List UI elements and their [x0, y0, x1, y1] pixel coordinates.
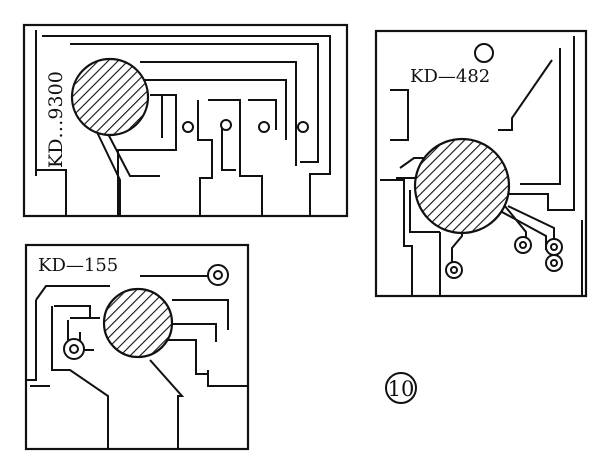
board-kd155-pads — [63, 264, 229, 360]
board-kd9300-pad — [297, 121, 309, 133]
board-kd9300: KD…9300 — [22, 23, 349, 218]
figure-number-text: 10 — [388, 377, 415, 401]
board-kd9300-chip — [70, 57, 150, 137]
figure-number: 10 — [385, 372, 417, 404]
board-kd482-pad-hole — [519, 241, 527, 249]
board-kd155-label: KD—155 — [38, 255, 118, 276]
board-kd155: KD—155 — [24, 243, 250, 451]
board-kd482-pad-hole — [450, 266, 458, 274]
board-kd155-chip — [102, 287, 174, 359]
board-kd482-pad-hole — [550, 243, 558, 251]
board-kd9300-pad — [182, 121, 194, 133]
board-kd9300-pad — [258, 121, 270, 133]
board-kd482-chip — [413, 137, 511, 235]
board-kd9300-traces — [35, 30, 331, 216]
board-kd9300-pads — [182, 119, 309, 133]
board-kd482-pad-hole — [550, 259, 558, 267]
figure-number-circle — [385, 372, 417, 404]
board-kd482-label: KD—482 — [410, 66, 490, 87]
board-kd9300-label: KD…9300 — [45, 71, 67, 168]
board-kd155-pad-hole — [213, 270, 223, 280]
board-kd9300-pad — [220, 119, 232, 131]
board-kd482-pads — [445, 43, 563, 279]
board-kd482-mounting-hole — [474, 43, 494, 63]
board-kd9300-outline — [22, 23, 349, 218]
board-kd155-traces — [26, 275, 248, 449]
board-kd155-pad-hole — [69, 344, 79, 354]
board-kd482: KD—482 — [374, 29, 588, 298]
